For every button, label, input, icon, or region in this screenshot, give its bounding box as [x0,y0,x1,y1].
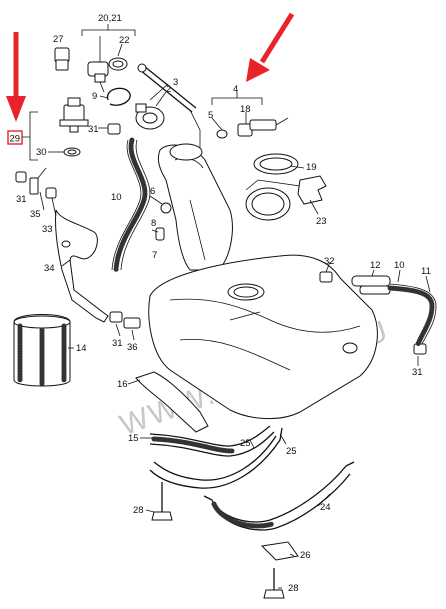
part-35-bolt [29,177,39,195]
label-28-upper: 28 [133,505,144,516]
label-30: 30 [36,147,47,158]
label-31-lower: 31 [112,338,123,349]
part-36-fitting [123,317,141,329]
part-27-cap-inner [55,59,69,71]
part-10-hose-left [113,137,148,273]
part-31-clamp-lower [109,311,123,323]
part-11-hose-right-edge [389,283,437,345]
label-36: 36 [127,342,138,353]
label-3: 3 [173,77,178,88]
red-arrow-right [246,12,295,82]
label-24: 24 [320,502,331,513]
highlight-box-29 [7,130,23,145]
label-11: 11 [421,266,431,277]
label-19: 19 [306,162,317,173]
label-5: 5 [208,110,213,121]
part-9-clamp [106,87,131,106]
red-arrow-left [6,32,26,122]
part-11-hose-right [387,285,435,347]
label-32: 32 [324,256,335,267]
part-36-fitting-right [413,343,427,355]
leader-lines [37,43,431,589]
label-34: 34 [44,263,55,274]
bracket-4 [211,92,263,105]
label-27: 27 [53,34,64,45]
part-20-21-sensor [87,61,109,93]
label-9: 9 [92,91,97,102]
part-30-o-ring-inner [67,149,77,155]
label-14: 14 [76,343,87,354]
label-4: 4 [233,84,238,95]
part-6-grommet [160,202,172,214]
label-10-right: 10 [394,260,405,271]
label-10-left: 10 [111,192,122,203]
part-29-valve [59,97,89,133]
label-25-left: 25 [240,438,251,449]
part-2-flange [135,103,165,130]
label-25-right: 25 [286,446,297,457]
label-2: 2 [166,84,171,95]
label-31-right: 31 [412,367,423,378]
part-31-clamp-left [15,171,27,183]
label-6: 6 [150,186,155,197]
part-3-level-sender [137,63,201,148]
part-7-plug [155,227,165,241]
label-31-top: 31 [88,124,99,135]
part-32-clamp [319,271,333,283]
label-12: 12 [370,260,381,271]
part-23-bracket [297,175,327,205]
part-14-cylinder [13,314,71,389]
part-15-strap [149,425,283,489]
part-26-bracket [260,541,299,561]
bracket-20-21 [81,24,136,64]
label-20-21: 20,21 [98,13,122,24]
part-18-fitting [237,117,289,137]
label-35: 35 [30,209,41,220]
part-28-bolt-lower [263,568,285,599]
part-5-o-ring [216,129,228,139]
part-31-clamp-top [107,123,121,135]
part-31-clamp-mid [45,187,57,199]
part-28-bolt-upper [151,482,173,521]
label-22: 22 [119,35,130,46]
part-filler-neck [157,143,233,271]
label-23: 23 [316,216,327,227]
label-8: 8 [151,218,156,229]
part-24-strap [203,461,355,531]
label-33: 33 [42,224,53,235]
part-22-ring-inner [112,60,124,68]
label-7: 7 [152,250,157,261]
part-12-hose [351,275,391,295]
label-29: 29 [10,134,21,145]
bracket-29 [22,111,38,161]
part-19-locking-ring [245,153,305,221]
label-26: 26 [300,550,311,561]
label-28-lower: 28 [288,583,299,594]
part-10-hose-left-edge-a [111,139,142,271]
label-18: 18 [240,104,251,115]
label-31-left: 31 [16,194,27,205]
part-10-hose-left-edge-b [120,139,151,271]
part-34-filler-pipe [55,209,109,323]
part-16-heat-shield [135,371,209,433]
label-15: 15 [128,433,139,444]
label-16: 16 [117,379,128,390]
fuel-tank [148,254,378,420]
